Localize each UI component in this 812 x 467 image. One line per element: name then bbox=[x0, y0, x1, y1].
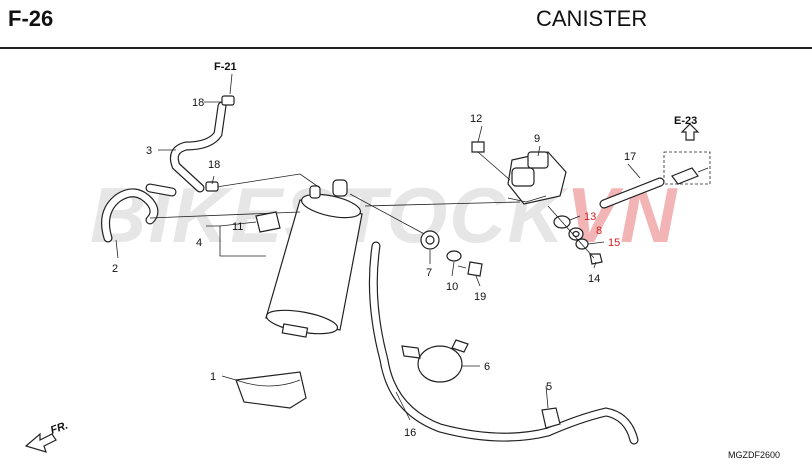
label-part-4: 4 bbox=[196, 237, 202, 249]
front-label: FR. bbox=[49, 419, 70, 436]
part-6-clamp[interactable] bbox=[401, 339, 469, 383]
part-19-bolt[interactable] bbox=[457, 261, 483, 277]
diagram-code: MGZDF2600 bbox=[728, 450, 780, 460]
figure-code: F-26 bbox=[8, 6, 54, 31]
label-part-7: 7 bbox=[426, 267, 432, 279]
label-part-5: 5 bbox=[546, 381, 552, 393]
label-part-6: 6 bbox=[484, 361, 490, 373]
label-part-18-lower: 18 bbox=[208, 159, 220, 171]
label-part-15: 15 bbox=[608, 237, 620, 249]
part-9-solenoid-valve[interactable] bbox=[507, 151, 567, 205]
label-part-19: 19 bbox=[474, 291, 486, 303]
part-7-grommet[interactable] bbox=[420, 230, 440, 250]
arrow-up-icon bbox=[680, 123, 700, 141]
label-part-8: 8 bbox=[596, 225, 602, 237]
part-16-hose[interactable] bbox=[368, 241, 639, 445]
front-indicator: FR. bbox=[24, 419, 70, 453]
label-part-3: 3 bbox=[146, 145, 152, 157]
label-part-1: 1 bbox=[210, 371, 216, 383]
label-part-11: 11 bbox=[232, 221, 243, 233]
e23-connector-box bbox=[663, 151, 711, 185]
part-8-o-ring[interactable] bbox=[568, 227, 584, 241]
reference-f21[interactable]: F-21 bbox=[214, 61, 237, 73]
label-part-16: 16 bbox=[404, 427, 416, 439]
part-18-clip-upper[interactable] bbox=[221, 95, 235, 106]
part-17-hose[interactable] bbox=[599, 167, 709, 209]
part-10-washer[interactable] bbox=[446, 250, 462, 262]
label-part-13: 13 bbox=[584, 211, 596, 223]
canister-body[interactable] bbox=[265, 179, 363, 338]
part-5-clip[interactable] bbox=[541, 407, 561, 429]
exploded-parts-diagram: 1 2 3 4 5 6 7 8 9 10 11 12 13 14 15 16 1… bbox=[24, 61, 780, 460]
front-arrow-icon bbox=[24, 432, 57, 453]
part-12-bolt[interactable] bbox=[471, 141, 511, 181]
part-1-canister-band[interactable] bbox=[235, 371, 307, 409]
part-11-rubber-pad[interactable] bbox=[255, 211, 281, 233]
label-part-2: 2 bbox=[112, 263, 118, 275]
part-18-clip-lower[interactable] bbox=[205, 181, 219, 192]
figure-title: CANISTER bbox=[536, 6, 648, 31]
header-divider bbox=[0, 47, 812, 49]
label-part-18-upper: 18 bbox=[192, 97, 204, 109]
label-part-17: 17 bbox=[624, 151, 636, 163]
label-part-12: 12 bbox=[470, 113, 482, 125]
part-2-hose[interactable] bbox=[101, 183, 177, 243]
label-part-14: 14 bbox=[588, 273, 600, 285]
reference-e23[interactable]: E-23 bbox=[674, 115, 697, 127]
part-3-hose[interactable] bbox=[169, 101, 227, 193]
label-part-10: 10 bbox=[446, 281, 458, 293]
label-part-9: 9 bbox=[534, 133, 540, 145]
